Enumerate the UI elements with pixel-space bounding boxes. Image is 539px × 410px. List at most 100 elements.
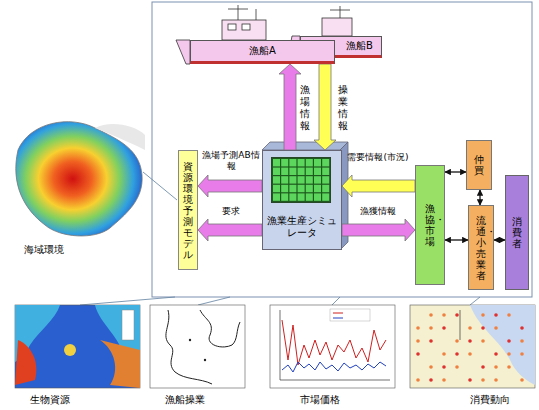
data-dot [429, 365, 433, 369]
data-dot [468, 352, 472, 356]
data-dot [520, 378, 524, 382]
screen-cell [322, 185, 329, 192]
screen-cell [281, 159, 288, 166]
edge-label: 操業情報 [338, 84, 348, 132]
data-dot [442, 326, 446, 330]
screen-cell [298, 176, 305, 183]
screen-cell [314, 176, 321, 183]
data-dot [429, 339, 433, 343]
data-dot [429, 378, 433, 382]
block-arrow [198, 175, 262, 197]
price-chart [270, 305, 395, 388]
data-dot [455, 339, 459, 343]
data-dot [494, 326, 498, 330]
consumer-box: 消費者 [505, 175, 529, 290]
coastline-map [150, 305, 245, 388]
node-text: 消費者 [512, 216, 522, 249]
screen-cell [289, 193, 296, 200]
ship-hull: 漁船A [190, 40, 335, 64]
figure-label: 消費動向 [470, 394, 510, 406]
screen-cell [273, 193, 280, 200]
screen-cell [314, 168, 321, 175]
screen-cell [289, 168, 296, 175]
system-frame [152, 2, 532, 297]
screen-cell [322, 159, 329, 166]
figure-label: 生物資源 [30, 394, 70, 406]
data-dot [455, 352, 459, 356]
model-box: 資源環境予測モデル [178, 150, 198, 270]
screen-cell [306, 159, 313, 166]
data-dot [416, 339, 420, 343]
data-dot [481, 365, 485, 369]
screen-cell [273, 185, 280, 192]
screen-cell [306, 193, 313, 200]
block-arrow [342, 219, 415, 241]
consumption-map [410, 305, 535, 388]
screen-cell [289, 159, 296, 166]
data-dot [429, 313, 433, 317]
resource-map [15, 305, 140, 388]
edge-label: 漁獲情報 [344, 206, 412, 217]
screen-cell [314, 159, 321, 166]
node-text: 流通・小売業者 [476, 215, 486, 281]
screen-cell [306, 185, 313, 192]
data-dot [481, 326, 485, 330]
screen-cell [281, 168, 288, 175]
data-dot [442, 313, 446, 317]
data-dot [455, 313, 459, 317]
data-dot [520, 326, 524, 330]
leader-line [80, 297, 480, 305]
node-text: 漁協・市場 [425, 203, 435, 247]
data-dot [442, 352, 446, 356]
data-dot [416, 378, 420, 382]
leader-line [143, 172, 177, 200]
figure-label: 海域環境 [24, 244, 64, 256]
node-text: 漁業生産シミュレータ [266, 215, 338, 238]
data-dot [455, 365, 459, 369]
screen-frame [271, 157, 331, 203]
data-dot [507, 313, 511, 317]
screen-cell [298, 193, 305, 200]
screen-cell [322, 193, 329, 200]
ship-illustration [176, 5, 352, 64]
data-dot [494, 378, 498, 382]
screen-cell [306, 168, 313, 175]
data-dot [520, 339, 524, 343]
data-dot [520, 352, 524, 356]
screen-cell [322, 168, 329, 175]
screen-cell [314, 193, 321, 200]
data-dot [468, 378, 472, 382]
edge-label: 要求 [201, 206, 261, 217]
screen-cell [314, 185, 321, 192]
screen-cell [289, 185, 296, 192]
data-dot [481, 313, 485, 317]
edge-label: 漁場予測AB情報 [201, 150, 261, 172]
screen-cell [273, 168, 280, 175]
retail-box: 流通・小売業者 [468, 205, 494, 290]
screen-grid [271, 157, 331, 203]
block-arrow [198, 219, 262, 241]
data-dot [416, 352, 420, 356]
land-mask [95, 124, 145, 150]
block-arrow [342, 175, 415, 197]
market-box: 漁協・市場 [415, 165, 445, 285]
screen-cell [273, 159, 280, 166]
screen-cell [322, 176, 329, 183]
data-dot [507, 352, 511, 356]
simulator-box: 漁業生産シミュレータ [262, 150, 342, 250]
data-dot [494, 365, 498, 369]
block-arrow [279, 64, 301, 150]
screen-cell [281, 176, 288, 183]
node-text: 漁船A [249, 45, 276, 57]
data-dot [494, 313, 498, 317]
data-dot [494, 352, 498, 356]
edge-label: 漁場情報 [300, 84, 310, 132]
arrow-line [445, 239, 468, 240]
data-dot [416, 326, 420, 330]
cube-face [262, 142, 348, 150]
screen-cell [298, 168, 305, 175]
data-dot [442, 365, 446, 369]
data-dot [468, 339, 472, 343]
screen-cell [298, 185, 305, 192]
figure-label: 漁船操業 [165, 394, 205, 406]
